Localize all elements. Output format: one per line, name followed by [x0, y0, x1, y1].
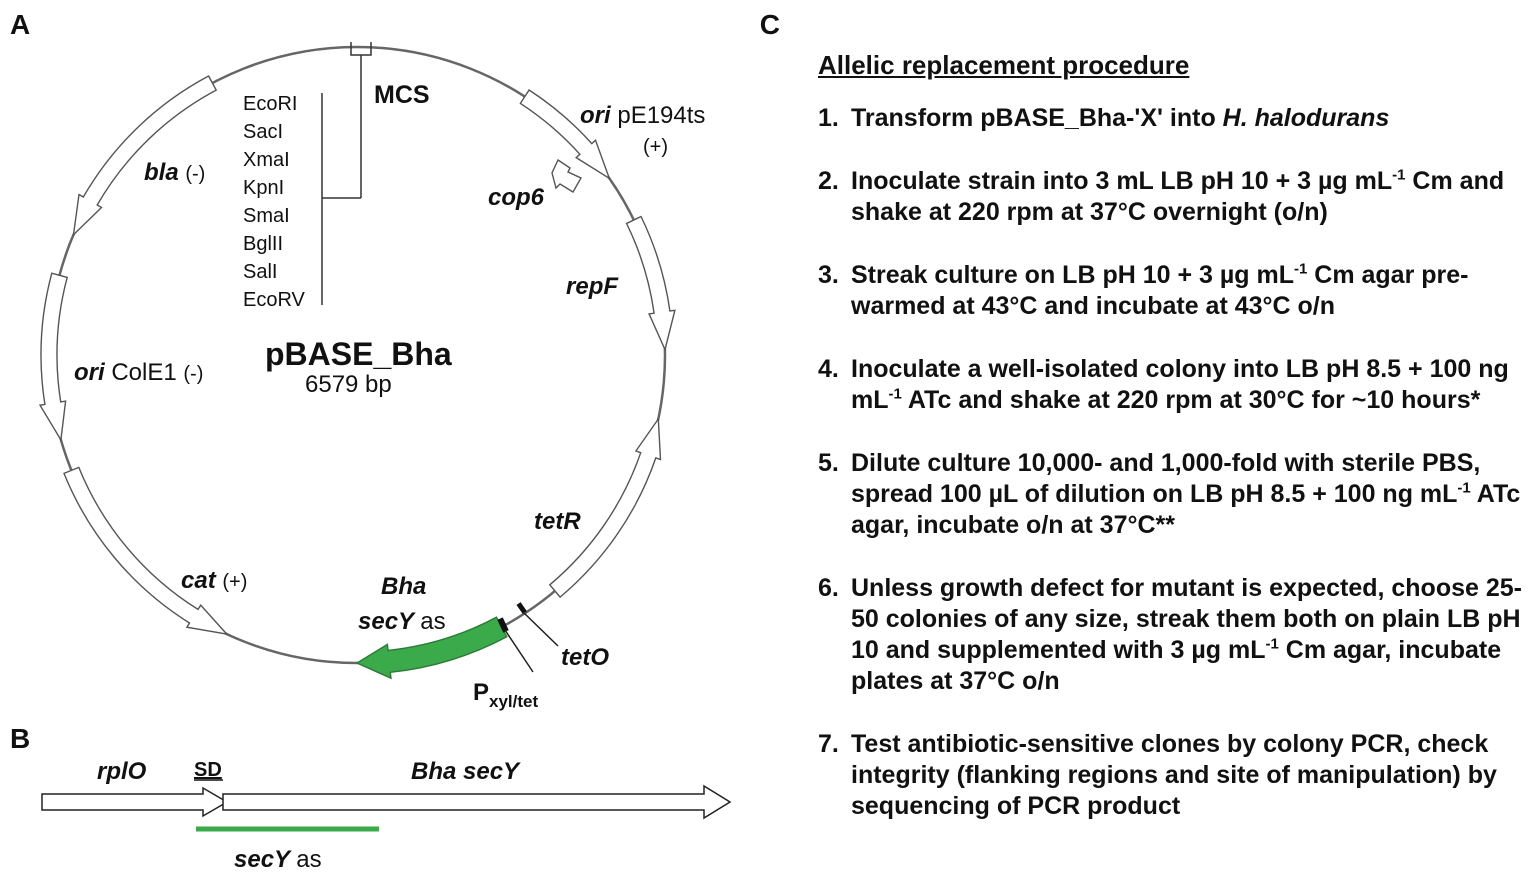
cat-label: cat (+)	[181, 567, 247, 594]
plasmid-size: 6579 bp	[305, 371, 392, 398]
panel-a-label: A	[10, 9, 30, 40]
procedure-title: Allelic replacement procedure	[818, 50, 1190, 80]
site-label: SalI	[243, 261, 277, 283]
promoter-marker	[497, 617, 534, 673]
restriction-sites: EcoRI SacI XmaI KpnI SmaI BglII SalI Eco…	[243, 93, 306, 311]
tetr-arrow	[548, 416, 662, 599]
bla-arrow	[72, 75, 218, 237]
procedure-step: 5. Dilute culture 10,000- and 1,000-fold …	[818, 448, 1530, 541]
step-text: Inoculate strain into 3 mL LB pH 10 + 3 …	[851, 166, 1505, 226]
step-text: Transform pBASE_Bha-'X' into H. halodura…	[851, 104, 1390, 132]
ori-pe194ts-strand: (+)	[643, 136, 668, 158]
ori-pe194ts-label: ori pE194ts	[580, 102, 705, 129]
step-text: Test antibiotic-sensitive clones by colo…	[851, 730, 1497, 820]
step-number: 7.	[818, 730, 839, 758]
step-number: 5.	[818, 449, 839, 477]
step-number: 2.	[818, 167, 839, 195]
cop6-arrow	[551, 158, 582, 193]
tetr-label: tetR	[534, 508, 581, 535]
site-label: EcoRI	[243, 93, 297, 115]
bha-secy-as-arrow	[355, 616, 508, 680]
bha-secy-label: Bha secY	[411, 758, 521, 785]
step-text: Dilute culture 10,000- and 1,000-fold wi…	[851, 449, 1521, 539]
repf-arrow	[625, 215, 676, 352]
mcs-label: MCS	[374, 81, 430, 109]
step-text: Unless growth defect for mutant is expec…	[851, 574, 1522, 695]
mcs-bracket	[321, 42, 372, 305]
site-label: SmaI	[243, 205, 290, 227]
procedure-steps: 1. Transform pBASE_Bha-'X' into H. halodu…	[818, 103, 1530, 822]
procedure-step: 4. Inoculate a well-isolated colony into …	[818, 354, 1530, 416]
procedure-step: 6. Unless growth defect for mutant is exp…	[818, 573, 1530, 697]
step-number: 6.	[818, 574, 839, 602]
step-number: 3.	[818, 261, 839, 289]
operator-marker	[516, 602, 559, 647]
plasmid-name: pBASE_Bha	[265, 336, 452, 372]
site-label: BglII	[243, 233, 283, 255]
ori-pe194ts-arrow	[519, 89, 611, 180]
bla-label: bla (-)	[144, 159, 205, 186]
sd-label: SD	[194, 759, 222, 781]
rplo-label: rplO	[97, 758, 147, 785]
panel-c-label: C	[760, 9, 780, 40]
repf-label: repF	[566, 273, 619, 300]
step-text: Streak culture on LB pH 10 + 3 µg mL-1 C…	[851, 260, 1469, 320]
secy-as-label: secY as	[358, 608, 446, 635]
procedure-panel: Allelic replacement procedure 1. Transfor…	[818, 50, 1530, 854]
cat-arrow	[63, 466, 229, 636]
teto-label: tetO	[561, 644, 609, 671]
gene-arrows	[38, 75, 676, 680]
site-label: KpnI	[243, 177, 284, 199]
bha-label: Bha	[381, 573, 426, 600]
rplo-gene-arrow	[41, 786, 229, 818]
site-label: EcoRV	[243, 289, 306, 311]
secy-as-operon-label: secY as	[234, 846, 322, 873]
site-label: XmaI	[243, 149, 290, 171]
step-number: 1.	[818, 104, 839, 132]
step-number: 4.	[818, 355, 839, 383]
procedure-step: 7. Test antibiotic-sensitive clones by co…	[818, 729, 1530, 822]
ori-cole1-arrow	[38, 272, 69, 443]
pxyl-label: Pxyl/tet	[473, 679, 538, 711]
step-text: Inoculate a well-isolated colony into LB…	[851, 355, 1509, 414]
procedure-step: 2. Inoculate strain into 3 mL LB pH 10 + …	[818, 166, 1530, 228]
procedure-step: 1. Transform pBASE_Bha-'X' into H. halodu…	[818, 103, 1530, 134]
procedure-step: 3. Streak culture on LB pH 10 + 3 µg mL-1…	[818, 260, 1530, 322]
panel-b-label: B	[10, 723, 30, 754]
plasmid-diagram: A B MCS EcoRI SacI XmaI KpnI SmaI BglII …	[10, 9, 780, 873]
cop6-label: cop6	[488, 184, 545, 211]
bha-secy-gene-arrow	[222, 784, 732, 820]
ori-cole1-label: ori ColE1 (-)	[74, 359, 203, 386]
site-label: SacI	[243, 121, 283, 143]
